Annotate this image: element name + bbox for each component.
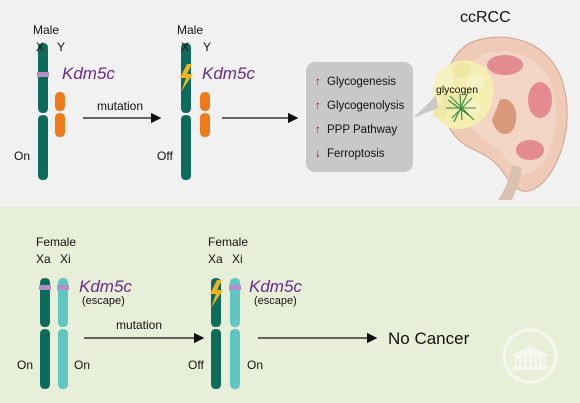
sex-label: Female [36, 235, 77, 249]
male-x-chromosome-mutated [180, 43, 193, 180]
watermark-emblem-icon [502, 328, 558, 384]
chromosome-label-xa: Xa [36, 252, 51, 266]
kdm5c-band [37, 72, 49, 77]
kidney-title: ccRCC [460, 9, 511, 26]
male-y-chromosome [55, 92, 65, 137]
chromosome-label-xi: Xi [232, 252, 243, 266]
chromosome-label-xa: Xa [208, 252, 223, 266]
mutation-label: mutation [97, 99, 144, 113]
mutation-bolt-icon [210, 280, 223, 308]
metabolic-effects-box: ↑Glycogenesis ↑Glycogenolysis ↑PPP Pathw… [306, 62, 413, 172]
female-xi-chromosome [57, 278, 69, 389]
expression-state: Off [157, 149, 173, 163]
outcome-label: No Cancer [388, 329, 470, 348]
kdm5c-band [39, 285, 51, 290]
escape-label: (escape) [82, 295, 125, 307]
sex-label: Female [208, 235, 249, 249]
gene-label: Kdm5c [79, 277, 132, 296]
chromosome-label-xi: Xi [60, 252, 71, 266]
effect-item: ↓Ferroptosis [315, 148, 385, 160]
kidney-illustration [413, 36, 568, 200]
chromosome-label-x: X [181, 40, 190, 54]
effect-item: ↑Glycogenesis [315, 76, 397, 88]
chromosome-label-y: Y [203, 40, 212, 54]
female-xa-chromosome [39, 278, 51, 389]
female-xa-chromosome-mutated [210, 278, 223, 389]
glycogen-granules-icon [446, 91, 476, 123]
female-xi-chromosome-right [229, 278, 241, 389]
female-panel [0, 207, 580, 403]
gene-label: Kdm5c [62, 64, 115, 83]
effect-item: ↑PPP Pathway [315, 124, 398, 136]
mutation-label: mutation [116, 318, 163, 332]
sex-label: Male [33, 23, 60, 37]
sex-label: Male [177, 23, 204, 37]
glycogen-label: glycogen [436, 84, 479, 96]
gene-label: Kdm5c [202, 64, 255, 83]
kdm5c-band [57, 285, 69, 290]
expression-state: On [14, 149, 31, 163]
effect-item: ↑Glycogenolysis [315, 100, 405, 112]
mutation-bolt-icon [180, 64, 193, 92]
escape-label: (escape) [254, 295, 297, 307]
expression-state-xi: On [247, 358, 264, 372]
chromosome-label-y: Y [57, 40, 66, 54]
expression-state-xa: Off [188, 358, 204, 372]
chromosome-label-x: X [36, 40, 45, 54]
gene-label: Kdm5c [249, 277, 302, 296]
expression-state-xi: On [74, 358, 91, 372]
kdm5c-band [229, 285, 241, 290]
male-x-chromosome [37, 43, 49, 180]
male-y-chromosome-right [200, 92, 210, 137]
expression-state-xa: On [17, 358, 34, 372]
